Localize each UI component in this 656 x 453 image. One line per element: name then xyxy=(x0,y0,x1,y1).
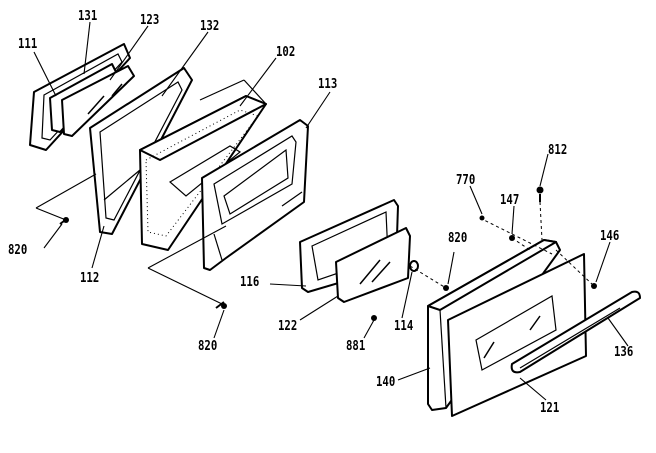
label-136: 136 xyxy=(614,345,634,360)
label-112: 112 xyxy=(80,271,100,286)
screw-820-bottom xyxy=(215,301,227,309)
label-102: 102 xyxy=(276,45,296,60)
label-820-bottom: 820 xyxy=(198,339,218,354)
part-121-outer-glass xyxy=(447,253,587,417)
part-113-inner-panel xyxy=(201,119,309,271)
assembly-lines xyxy=(35,173,595,305)
part-123-inner-glass xyxy=(61,65,135,137)
label-147: 147 xyxy=(500,193,520,208)
screw-881 xyxy=(371,315,377,321)
label-131: 131 xyxy=(78,9,98,24)
label-140: 140 xyxy=(376,375,396,390)
label-113: 113 xyxy=(318,77,338,92)
label-123: 123 xyxy=(140,13,160,28)
leader-lines xyxy=(33,21,629,401)
label-121: 121 xyxy=(540,401,560,416)
label-820-left: 820 xyxy=(8,243,28,258)
label-116: 116 xyxy=(240,275,260,290)
label-122: 122 xyxy=(278,319,298,334)
label-114: 114 xyxy=(394,319,414,334)
part-122-glass-pane xyxy=(335,227,419,303)
label-146: 146 xyxy=(600,229,620,244)
screw-812 xyxy=(536,186,544,202)
label-111: 111 xyxy=(18,37,38,52)
label-812: 812 xyxy=(548,143,568,158)
label-770: 770 xyxy=(456,173,476,188)
part-102-door-liner xyxy=(139,79,267,251)
label-132: 132 xyxy=(200,19,220,34)
part-136-door-handle xyxy=(510,290,641,374)
label-820-right: 820 xyxy=(448,231,468,246)
label-881: 881 xyxy=(346,339,366,354)
clip-770 xyxy=(479,215,485,221)
